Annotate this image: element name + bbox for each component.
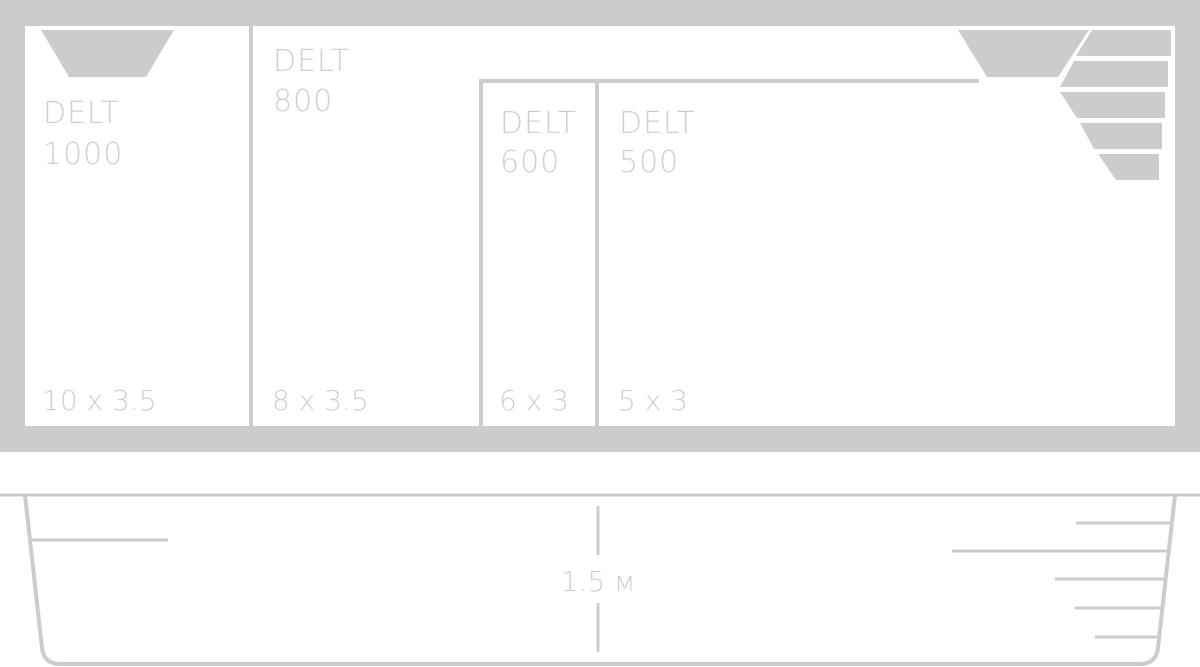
stair-step [1098,154,1159,180]
right-step-icon [958,30,1089,77]
pool-delt-600: DELT 600 6 x 3 [499,106,577,417]
pool-number: 1000 [43,137,123,172]
stair-step [1060,61,1168,87]
pool-delt-1000: DELT 1000 10 x 3.5 [42,96,157,417]
pool-number: 500 [619,145,679,180]
section-outline [23,494,1177,666]
stair-step [1060,92,1165,118]
pool-name: DELT [619,106,696,141]
stair-step [1080,123,1162,149]
pool-size: 5 x 3 [618,384,688,417]
pool-number: 800 [273,84,333,119]
pool-number: 600 [500,145,560,180]
staircase-icon [1060,30,1171,180]
pool-delt-800: DELT 800 8 x 3.5 [272,44,369,417]
plan-view: DELT 1000 10 x 3.5 DELT 800 8 x 3.5 DELT… [0,0,1200,452]
pool-name: DELT [43,96,120,131]
depth-label: 1.5 м [561,565,636,598]
pool-size: 8 x 3.5 [272,384,369,417]
pool-delt-500: DELT 500 5 x 3 [618,106,696,417]
left-step-icon [41,30,174,77]
pool-name: DELT [273,44,350,79]
pool-size: 6 x 3 [499,384,569,417]
pool-size: 10 x 3.5 [42,384,157,417]
stair-step [1076,30,1171,56]
pool-name: DELT [500,106,577,141]
plan-interior [25,26,1175,426]
section-view: 1.5 м [0,493,1200,666]
section-stairs [952,521,1172,639]
